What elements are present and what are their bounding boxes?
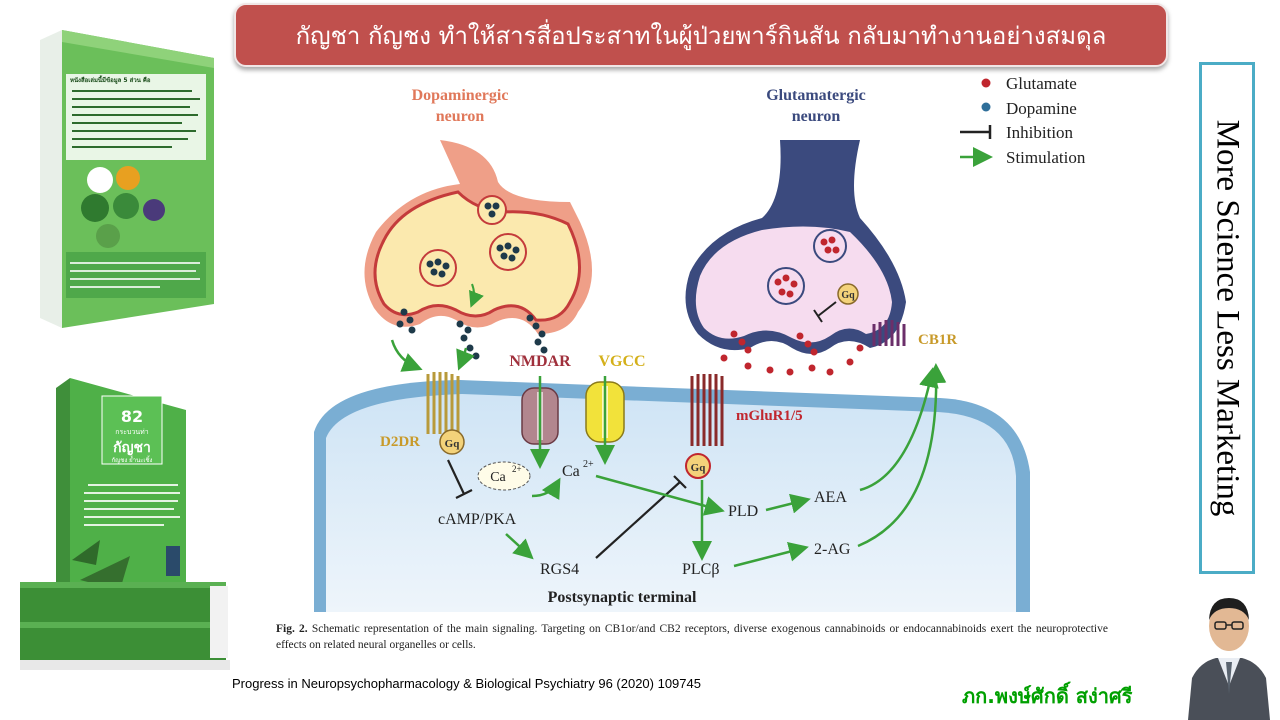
- legend-dopamine-dot: [981, 102, 991, 112]
- ca-label: Ca: [562, 463, 580, 480]
- ca-inner: Ca: [490, 470, 506, 485]
- figure-label: Fig. 2.: [276, 623, 308, 635]
- camp-pka-label: cAMP/PKA: [438, 511, 517, 528]
- pld-label: PLD: [728, 503, 758, 520]
- page-title: กัญชา กัญชง ทำให้สารสื่อประสาทในผู้ป่วยพ…: [295, 21, 1107, 50]
- dopaminergic-label-1: Dopaminergic: [412, 87, 509, 104]
- gq-label-d2dr: Gq: [445, 438, 461, 450]
- legend: Glutamate Dopamine Inhibition Stimulatio…: [960, 74, 1086, 167]
- plcb-label: PLCβ: [682, 561, 719, 578]
- postsynaptic-cytoplasm: [326, 394, 1016, 612]
- gq-mglur: [685, 453, 711, 479]
- book-cover-2: 82 กระบวนท่า กัญชา กัญชง ย้ำนะเชิ้ง: [20, 378, 230, 670]
- legend-glutamate: Glutamate: [1006, 74, 1077, 93]
- d2dr-receptor: [426, 372, 460, 434]
- glutamatergic-neuron: Gq: [685, 140, 906, 376]
- side-banner: More Science Less Marketing: [1199, 62, 1255, 574]
- book-covers-area: หนังสือเล่มนี้มีข้อมูล 5 ส่วน คือ 82 กระ…: [20, 30, 230, 670]
- legend-glutamate-dot: [981, 78, 991, 88]
- book2-title: กัญชา: [113, 440, 151, 456]
- ca-label-sup: 2+: [583, 459, 594, 470]
- author-name: ภก.พงษ์ศักดิ์ สง่าศรี: [962, 684, 1133, 708]
- glutamatergic-label-2: neuron: [792, 108, 841, 125]
- signaling-diagram: Dopaminergic neuron Gq Glutamatergic neu…: [314, 74, 1086, 612]
- legend-dopamine: Dopamine: [1006, 99, 1077, 118]
- ca-ellipse: [477, 461, 531, 491]
- glutamatergic-label-1: Glutamatergic: [766, 87, 866, 104]
- dopaminergic-neuron: [364, 140, 593, 360]
- two-ag-label: 2-AG: [814, 541, 851, 558]
- postsynaptic-label: Postsynaptic terminal: [548, 589, 697, 606]
- figure-caption: Fig. 2. Schematic representation of the …: [276, 621, 1108, 653]
- gq-label-glut: Gq: [841, 290, 855, 301]
- citation: Progress in Neuropsychopharmacology & Bi…: [232, 676, 701, 691]
- gq-d2dr: [439, 429, 465, 455]
- author-photo: [1186, 586, 1272, 720]
- legend-stimulation: Stimulation: [1006, 148, 1086, 167]
- mglur-receptor: [690, 374, 724, 446]
- rgs4-label: RGS4: [540, 561, 579, 578]
- cb1r-label: CB1R: [918, 332, 957, 348]
- vgcc-label: VGCC: [598, 353, 645, 370]
- book-cover-1: หนังสือเล่มนี้มีข้อมูล 5 ส่วน คือ: [40, 30, 214, 328]
- legend-inhibition: Inhibition: [1006, 123, 1074, 142]
- nmdar-label: NMDAR: [509, 353, 571, 370]
- gq-label-mglur: Gq: [691, 462, 707, 474]
- book2-tagline: กัญชง ย้ำนะเชิ้ง: [112, 454, 153, 464]
- side-banner-text: More Science Less Marketing: [1209, 119, 1246, 517]
- ca-inner-sup: 2+: [512, 464, 522, 474]
- title-banner: กัญชา กัญชง ทำให้สารสื่อประสาทในผู้ป่วยพ…: [234, 3, 1168, 67]
- book2-subtitle: กระบวนท่า: [115, 428, 149, 436]
- book1-header: หนังสือเล่มนี้มีข้อมูล 5 ส่วน คือ: [70, 74, 151, 85]
- aea-label: AEA: [814, 489, 847, 506]
- mglur-label: mGluR1/5: [736, 408, 803, 424]
- book2-number: 82: [121, 407, 143, 426]
- dopaminergic-label-2: neuron: [436, 108, 485, 125]
- figure-caption-text: Schematic representation of the main sig…: [276, 623, 1108, 651]
- stimulation-arrows: [505, 363, 947, 568]
- d2dr-label: D2DR: [380, 434, 420, 450]
